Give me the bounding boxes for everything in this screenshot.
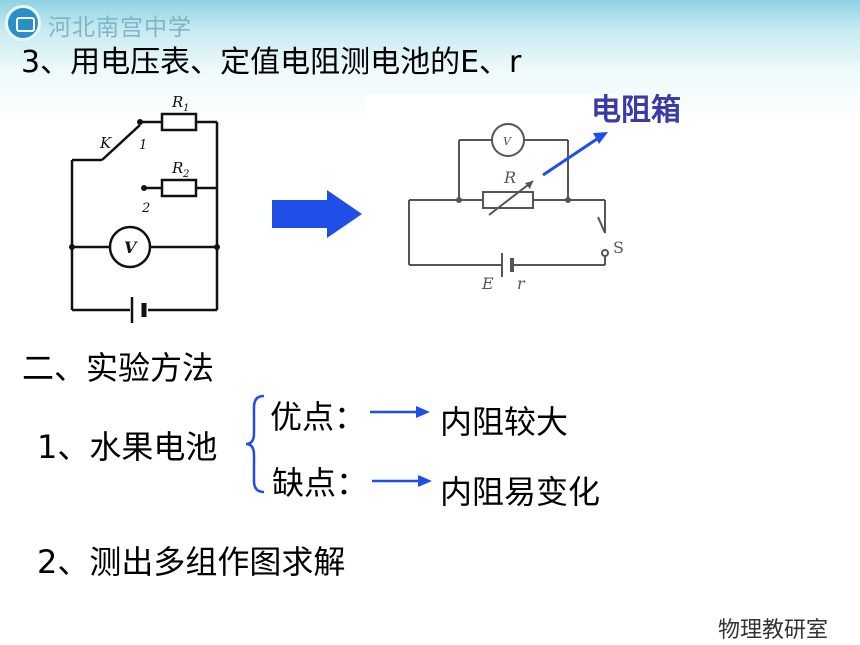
switch-k-label: K <box>99 134 112 152</box>
switch-s-label: S <box>613 238 624 257</box>
voltmeter-icon <box>491 123 525 157</box>
resistance-box-label: 电阻箱 <box>591 93 681 128</box>
curly-brace-icon <box>245 394 265 494</box>
emf-label: E <box>481 274 494 293</box>
school-logo-icon <box>5 5 41 41</box>
disadvantage-text: 内阻易变化 <box>440 473 601 511</box>
pointer-arrow-icon <box>593 132 608 144</box>
transition-arrow-icon <box>272 190 362 238</box>
footer-department: 物理教研室 <box>718 618 829 643</box>
internal-resistance-label: r <box>517 274 526 293</box>
arrow-right-icon <box>372 475 432 487</box>
r2-label: R <box>171 159 183 177</box>
position-2-label: 2 <box>141 201 150 216</box>
position-1-label: 1 <box>139 138 147 153</box>
item-multiple-measurements: 2、测出多组作图求解 <box>37 543 346 581</box>
advantage-label: 优点： <box>270 398 367 436</box>
circuit-diagram-left: R 1 R 2 K 1 2 V <box>69 93 220 323</box>
arrow-right-icon <box>370 406 430 418</box>
resistor-r1 <box>160 112 198 132</box>
resistor-r2 <box>160 178 198 198</box>
r1-label: R <box>171 93 183 111</box>
voltmeter-label: V <box>124 238 138 257</box>
slide-title: 3、用电压表、定值电阻测电池的E、r <box>21 45 522 80</box>
voltmeter-icon <box>108 225 152 269</box>
section-heading: 二、实验方法 <box>22 349 215 387</box>
disadvantage-label: 缺点： <box>272 464 369 502</box>
r1-sub-label: 1 <box>183 103 189 114</box>
school-name: 河北南宫中学 <box>48 15 192 41</box>
advantage-text: 内阻较大 <box>440 403 569 441</box>
r2-sub-label: 2 <box>182 169 189 180</box>
circuit-diagram-right: V R S E r <box>365 95 660 305</box>
rheostat-label: R <box>503 168 516 187</box>
item-fruit-battery: 1、水果电池 <box>37 428 218 466</box>
voltmeter-label: V <box>503 135 512 148</box>
